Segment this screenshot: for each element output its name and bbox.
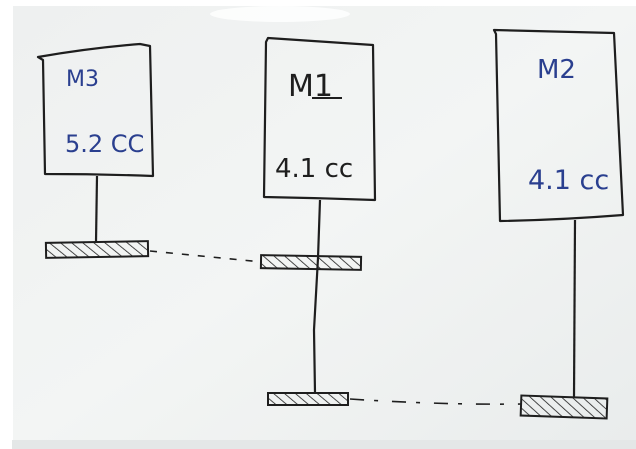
box-m2-value: 4.1 cc [528, 165, 609, 196]
stem-m2 [572, 219, 577, 399]
plate-m1-lower [267, 392, 349, 406]
box-m1-group: M1 4.1 cc [259, 36, 377, 406]
plate-m2 [519, 394, 609, 420]
link-m1-m2 [349, 398, 523, 405]
box-m3 [36, 42, 155, 178]
frame-bottom-shadow [12, 440, 636, 449]
box-m2 [492, 28, 625, 223]
link-m3-m1 [149, 250, 263, 263]
box-m2-group: M2 4.1 cc [492, 28, 625, 420]
plate-m1-upper [259, 254, 363, 271]
box-m1-value: 4.1 cc [275, 154, 353, 184]
frame-left [0, 0, 13, 449]
box-m2-label: M2 [537, 55, 576, 85]
frame-top [0, 0, 636, 6]
stem-m1 [312, 199, 322, 394]
stem-m3 [94, 175, 99, 243]
plate-m3 [44, 240, 150, 259]
box-m3-label: M3 [66, 67, 99, 92]
box-m3-group: M3 5.2 CC [36, 42, 155, 259]
box-m3-value: 5.2 CC [65, 130, 144, 158]
box-m1 [262, 36, 377, 202]
glare [210, 6, 350, 22]
whiteboard [12, 6, 636, 449]
